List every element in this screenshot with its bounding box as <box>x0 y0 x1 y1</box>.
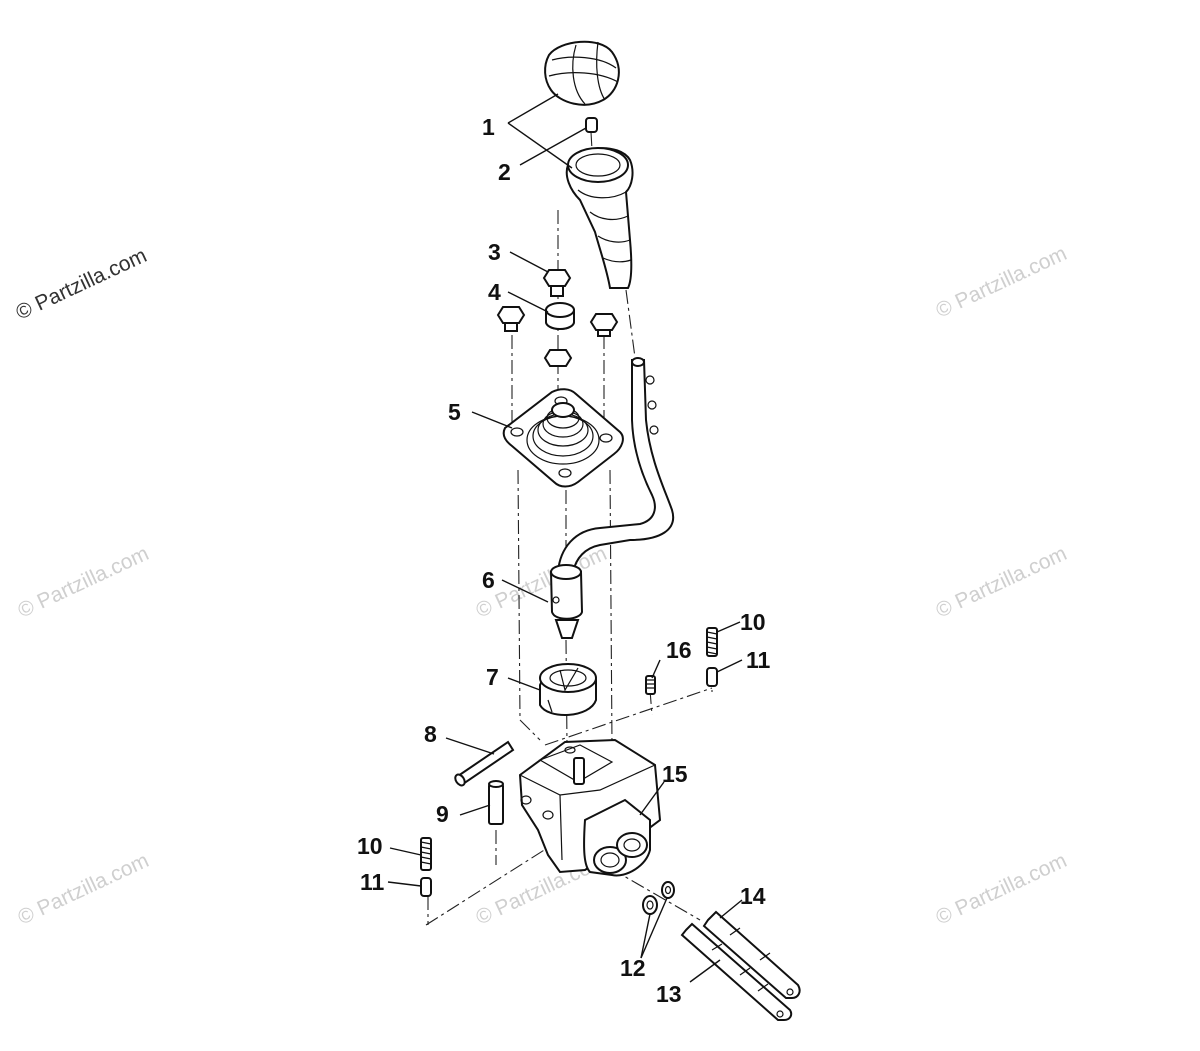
callout-1: 1 <box>482 114 495 140</box>
spring <box>706 627 718 657</box>
pin <box>585 117 598 133</box>
callout-11-right: 11 <box>746 647 771 673</box>
callout-13: 13 <box>656 981 682 1007</box>
watermark-text: © Partzilla.com <box>14 542 152 623</box>
detent-ball <box>706 667 718 687</box>
callout-16: 16 <box>666 637 692 663</box>
callout-11-left: 11 <box>360 869 385 895</box>
washer <box>661 881 675 899</box>
shift-rail <box>702 910 801 999</box>
shift-rail <box>680 922 793 1021</box>
callout-14: 14 <box>740 883 766 909</box>
callout-7: 7 <box>486 664 499 690</box>
shift-knob <box>544 40 620 106</box>
callout-4: 4 <box>488 279 501 305</box>
callout-9: 9 <box>436 801 449 827</box>
callouts: 1 2 3 4 5 6 7 8 9 10 11 16 10 11 15 14 1… <box>357 114 771 1007</box>
callout-2: 2 <box>498 159 511 185</box>
washer <box>642 895 658 915</box>
callout-12: 12 <box>620 955 646 981</box>
boot-plate <box>502 388 624 488</box>
shift-lever <box>549 357 675 639</box>
shift-boot <box>565 147 634 289</box>
callout-10-left: 10 <box>357 833 383 859</box>
bolt <box>589 313 619 337</box>
callout-5: 5 <box>448 399 461 425</box>
dowel-pin <box>488 780 504 825</box>
callout-6: 6 <box>482 567 495 593</box>
callout-8: 8 <box>424 721 437 747</box>
nut <box>543 349 573 367</box>
watermark-text: © Partzilla.com <box>932 542 1070 623</box>
callout-15: 15 <box>662 761 688 787</box>
selector-cup <box>539 663 597 717</box>
spring <box>420 837 432 871</box>
watermark-text: © Partzilla.com <box>932 849 1070 930</box>
watermark-text: © Partzilla.com <box>14 849 152 930</box>
detent-ball <box>420 877 432 897</box>
bolt <box>496 306 526 332</box>
watermark-text: © Partzilla.com <box>932 242 1070 323</box>
roll-pin <box>454 740 515 787</box>
bolt <box>542 269 572 297</box>
callout-10-right: 10 <box>740 609 766 635</box>
shifter-housing <box>518 738 662 877</box>
callout-3: 3 <box>488 239 501 265</box>
bushing <box>545 302 575 330</box>
leader-lines <box>387 93 743 983</box>
watermark-text: © Partzilla.com <box>12 244 150 325</box>
detent-pin <box>645 675 656 695</box>
